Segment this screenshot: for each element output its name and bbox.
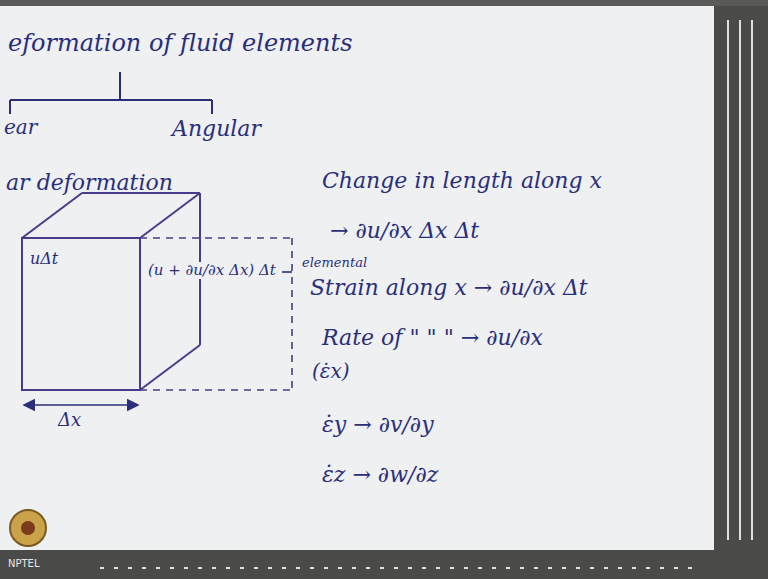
deformed-extension	[140, 238, 292, 390]
equation-text: ε̇y → ∂v/∂y	[322, 412, 434, 437]
board-heading: eformation of fluid elements	[8, 30, 352, 58]
note-text: Change in length along x	[322, 168, 602, 193]
nptel-logo	[10, 510, 46, 546]
equation-text: Rate of " " " → ∂u/∂x	[322, 325, 543, 350]
branch-label: ear	[4, 116, 37, 139]
section-heading: ar deformation	[6, 170, 173, 195]
board	[0, 0, 714, 550]
symbol-label: (ε̇x)	[312, 360, 350, 383]
note-text: elemental	[302, 256, 367, 271]
branch-label: Angular	[172, 116, 261, 141]
frame-marks	[100, 20, 752, 568]
equation-text: Strain along x → ∂u/∂x Δt	[310, 275, 588, 300]
displacement-label: uΔt	[30, 250, 58, 268]
equation-text: → ∂u/∂x Δx Δt	[330, 218, 479, 243]
fluid-element-box	[22, 193, 200, 390]
logo-text: NPTEL	[8, 558, 40, 570]
equation-text: ε̇z → ∂w/∂z	[322, 462, 438, 487]
tree-bracket	[10, 72, 212, 114]
displacement-label: (u + ∂u/∂x Δx) Δt	[146, 262, 278, 279]
board-frame	[0, 0, 768, 6]
board-frame	[0, 550, 768, 579]
dimension-arrows	[24, 262, 292, 405]
board-frame	[714, 0, 768, 579]
dimension-label: Δx	[58, 410, 81, 431]
